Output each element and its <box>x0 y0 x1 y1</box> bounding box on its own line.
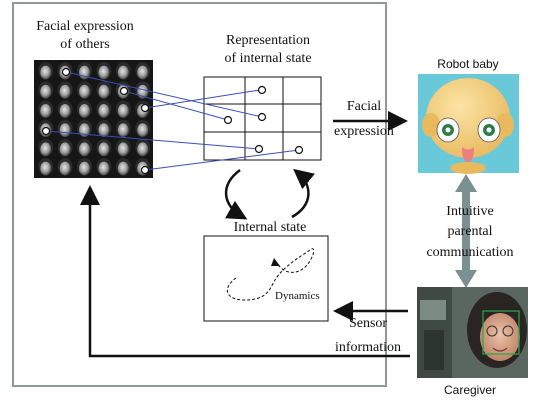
dynamics-trajectory <box>226 248 315 301</box>
faces-title-line2: of others <box>60 37 109 52</box>
face-thumbnail <box>59 104 71 118</box>
face-thumbnail <box>117 65 129 80</box>
face-thumbnail <box>98 142 110 157</box>
sensor-line2: information <box>335 340 401 355</box>
mapping-lines <box>45 71 300 171</box>
robot-title: Robot baby <box>437 57 498 71</box>
face-thumbnail <box>40 84 52 99</box>
intuitive-line3: communication <box>426 245 513 260</box>
robot-baby-face <box>418 74 519 174</box>
dynamics-label: Dynamics <box>275 290 320 302</box>
face-thumbnail <box>59 142 71 157</box>
sensor-line1: Sensor <box>349 316 387 331</box>
face-thumbnail <box>40 142 52 157</box>
face-thumbnail <box>59 123 71 138</box>
face-thumbnail <box>79 84 90 99</box>
face-thumbnail <box>137 123 149 138</box>
caregiver-photo <box>417 287 528 378</box>
feedback-path <box>80 185 410 358</box>
face-thumbnail <box>79 123 90 138</box>
face-thumbnail <box>117 161 129 176</box>
facial-expr-line2: expression <box>334 124 394 139</box>
face-thumbnail <box>137 65 149 80</box>
cycle-arrow-right <box>291 168 315 219</box>
face-thumbnail <box>117 123 129 138</box>
face-thumbnail <box>79 104 90 118</box>
dynamics-arrowhead <box>271 258 280 266</box>
face-thumbnail <box>98 161 110 176</box>
face-thumbnail <box>79 142 90 157</box>
face-thumbnail <box>117 142 129 157</box>
caregiver-label: Caregiver <box>444 383 496 397</box>
face-thumbnail <box>98 104 110 118</box>
internal-state-box <box>203 235 329 322</box>
face-thumbnail <box>98 65 110 80</box>
face-thumbnail <box>117 104 129 118</box>
facial-expr-line1: Facial <box>347 99 381 114</box>
faces-title-line1: Facial expression <box>36 19 134 34</box>
face-thumbnail <box>40 161 52 176</box>
rep-title-line1: Representation <box>226 33 310 48</box>
face-thumbnail <box>40 65 52 80</box>
communication-arrow <box>455 174 477 288</box>
intuitive-line2: parental <box>447 224 492 239</box>
face-thumbnail <box>79 161 90 176</box>
face-thumbnail <box>59 84 71 99</box>
face-thumbnail-grid <box>34 60 153 178</box>
face-thumbnail <box>40 104 52 118</box>
mapping-points <box>41 67 304 175</box>
cycle-arrow-left <box>224 169 248 220</box>
intuitive-line1: Intuitive <box>446 204 493 219</box>
rep-title-line2: of internal state <box>224 51 311 66</box>
face-thumbnail <box>98 84 110 99</box>
representation-grid <box>203 76 322 161</box>
system-frame <box>12 2 387 387</box>
face-thumbnail <box>59 161 71 176</box>
face-thumbnail <box>98 123 110 138</box>
face-thumbnail <box>137 142 149 157</box>
internal-state-label: Internal state <box>234 220 307 235</box>
